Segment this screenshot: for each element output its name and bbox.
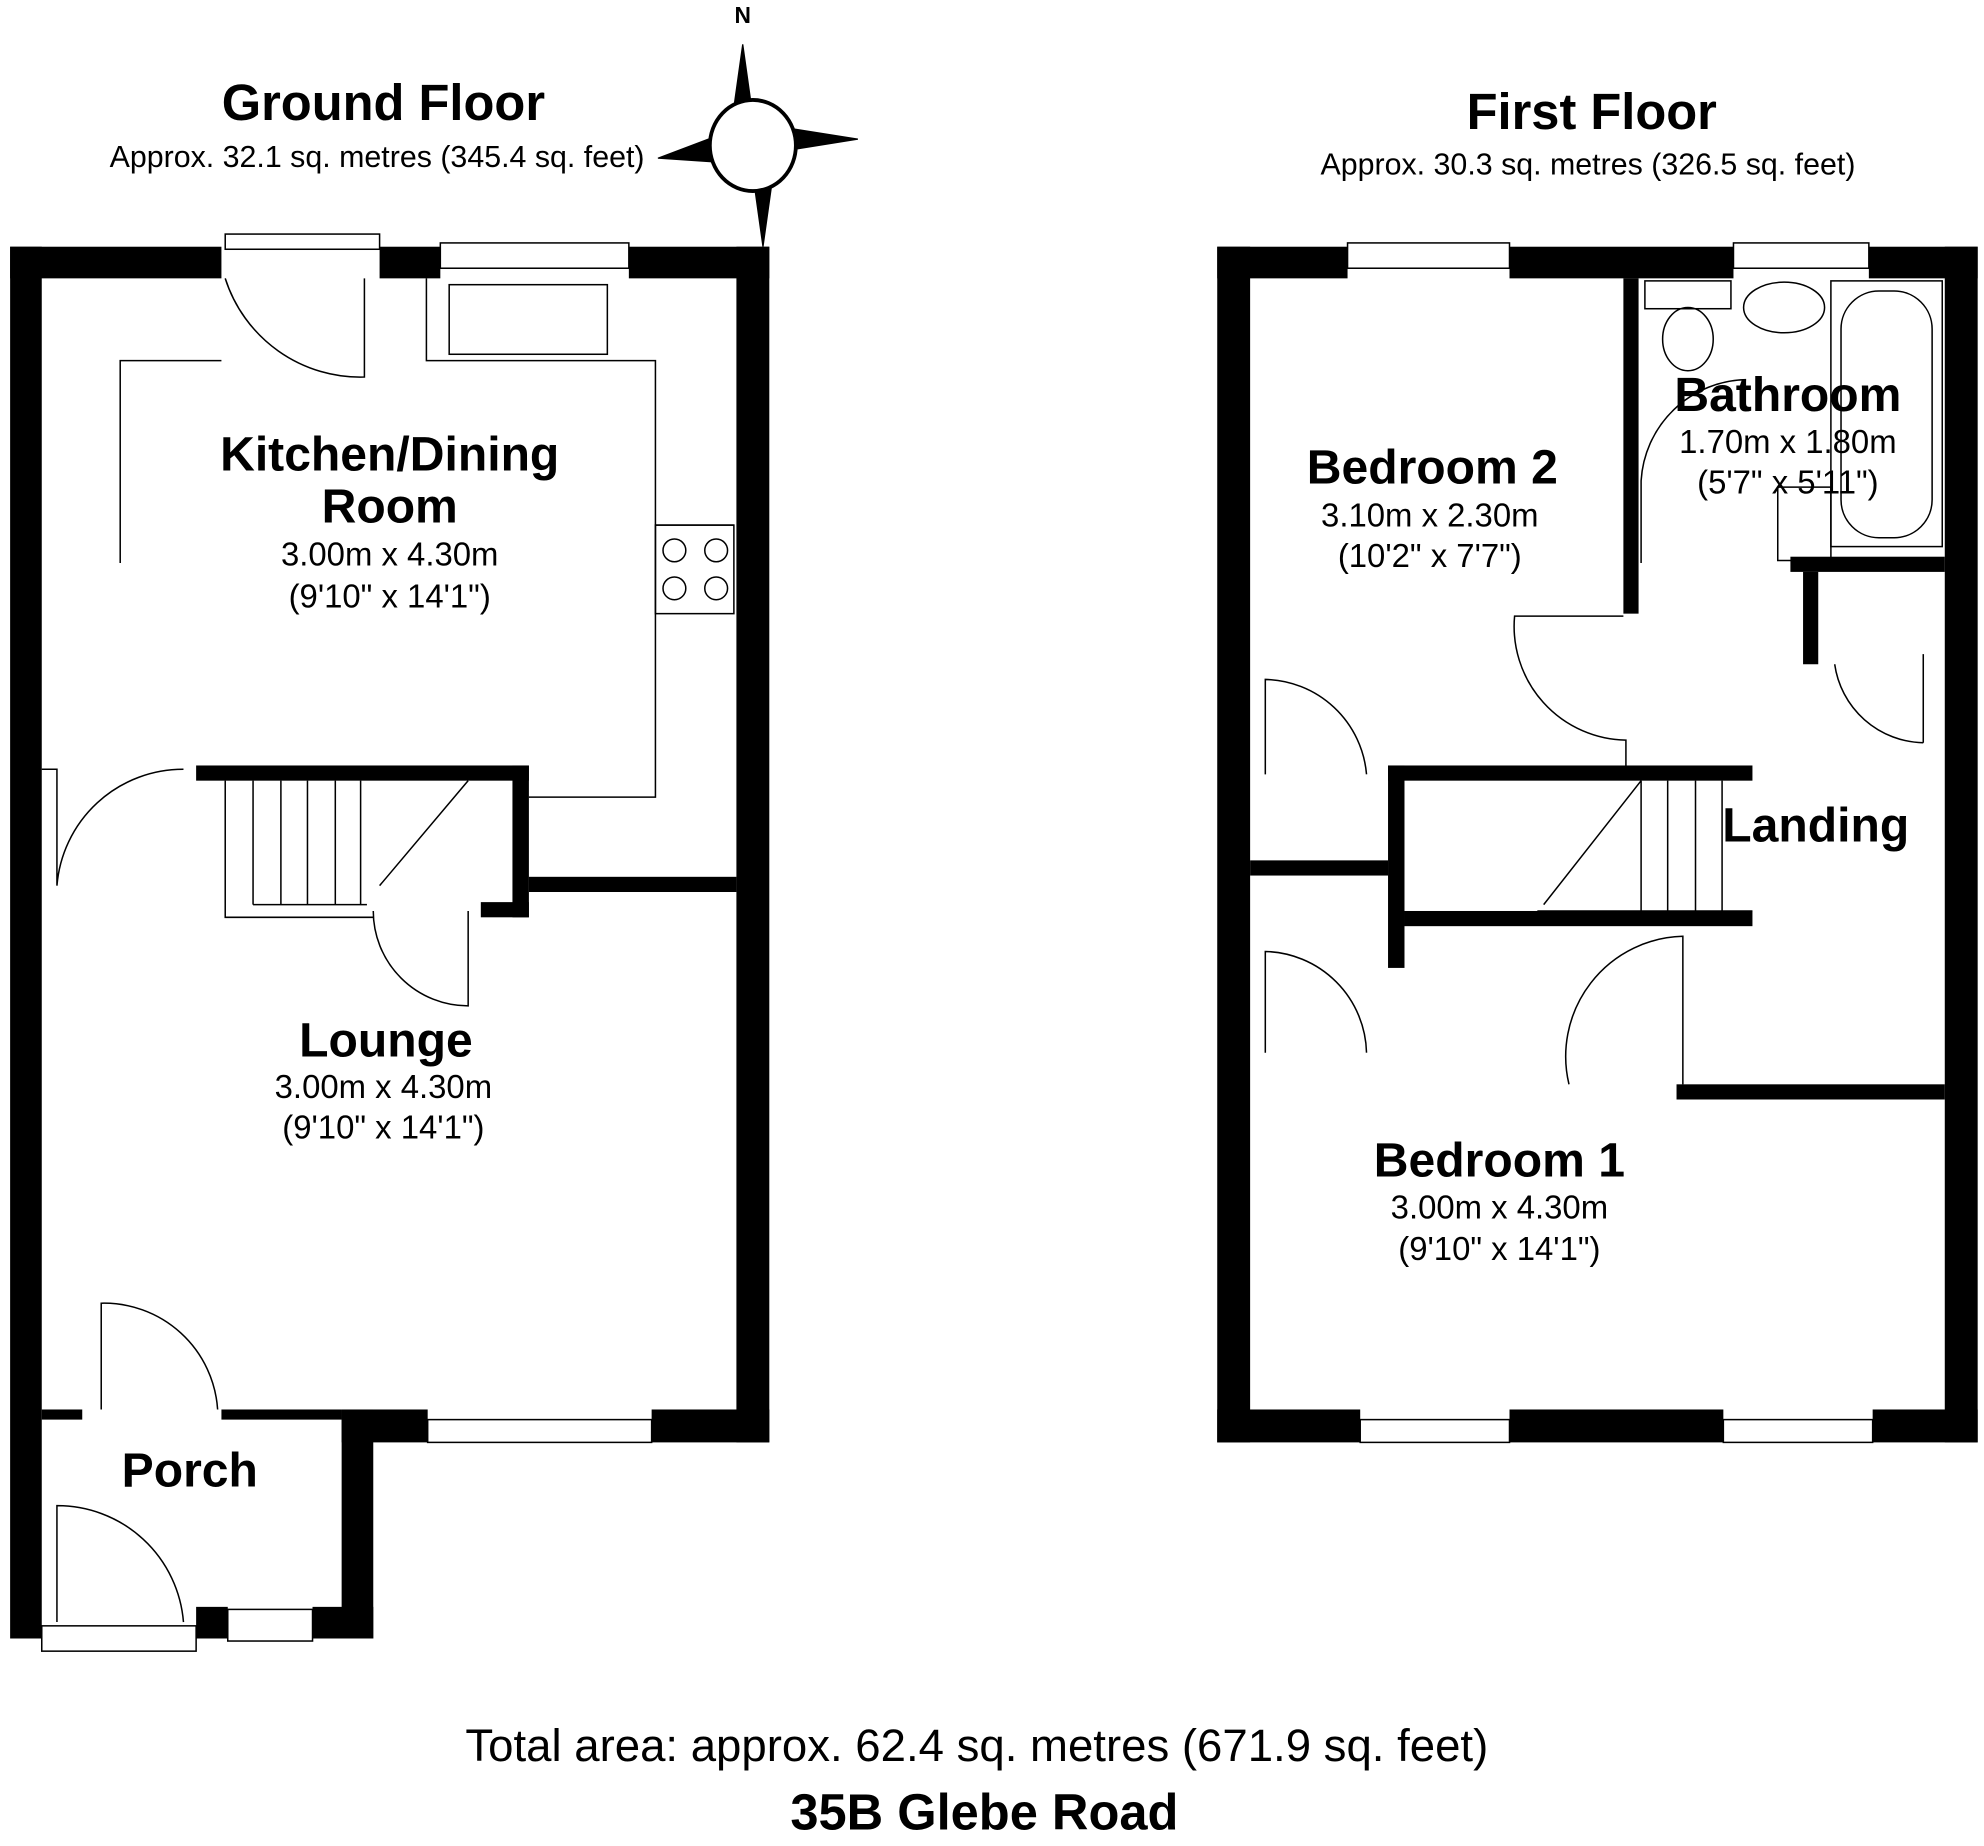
ground-floor-plan: [10, 233, 770, 1652]
total-area: Total area: approx. 62.4 sq. metres (671…: [465, 1720, 1488, 1771]
landing-label: Landing: [1722, 798, 1909, 852]
bedroom-2-size-imperial: (10'2" x 7'7"): [1338, 537, 1522, 574]
bedroom-2-size-metric: 3.10m x 2.30m: [1321, 496, 1538, 533]
lounge-size-metric: 3.00m x 4.30m: [275, 1068, 492, 1105]
kitchen-size-metric: 3.00m x 4.30m: [281, 536, 498, 573]
ground-floor-title: Ground Floor: [222, 74, 545, 131]
ground-floor-area: Approx. 32.1 sq. metres (345.4 sq. feet): [110, 141, 645, 174]
bathroom-size-metric: 1.70m x 1.80m: [1679, 423, 1896, 460]
bathroom-label: Bathroom: [1674, 368, 1901, 422]
bedroom-1-size-metric: 3.00m x 4.30m: [1391, 1188, 1608, 1225]
compass-north-label: N: [735, 2, 751, 28]
porch-label: Porch: [122, 1444, 258, 1498]
kitchen-label-line2: Room: [322, 480, 458, 534]
first-floor-area: Approx. 30.3 sq. metres (326.5 sq. feet): [1320, 149, 1855, 182]
lounge-size-imperial: (9'10" x 14'1"): [282, 1109, 484, 1146]
property-address: 35B Glebe Road: [790, 1784, 1178, 1841]
compass-icon: N: [657, 2, 858, 247]
kitchen-label-line1: Kitchen/Dining: [220, 428, 559, 482]
kitchen-size-imperial: (9'10" x 14'1"): [289, 577, 491, 614]
bedroom-2-label: Bedroom 2: [1307, 440, 1558, 494]
bedroom-1-label: Bedroom 1: [1374, 1134, 1625, 1188]
first-floor-plan: [1217, 242, 1978, 1444]
bedroom-1-size-imperial: (9'10" x 14'1"): [1398, 1230, 1600, 1267]
bathroom-size-imperial: (5'7" x 5'11"): [1697, 463, 1878, 500]
lounge-label: Lounge: [299, 1013, 473, 1067]
first-floor-title: First Floor: [1467, 83, 1717, 140]
